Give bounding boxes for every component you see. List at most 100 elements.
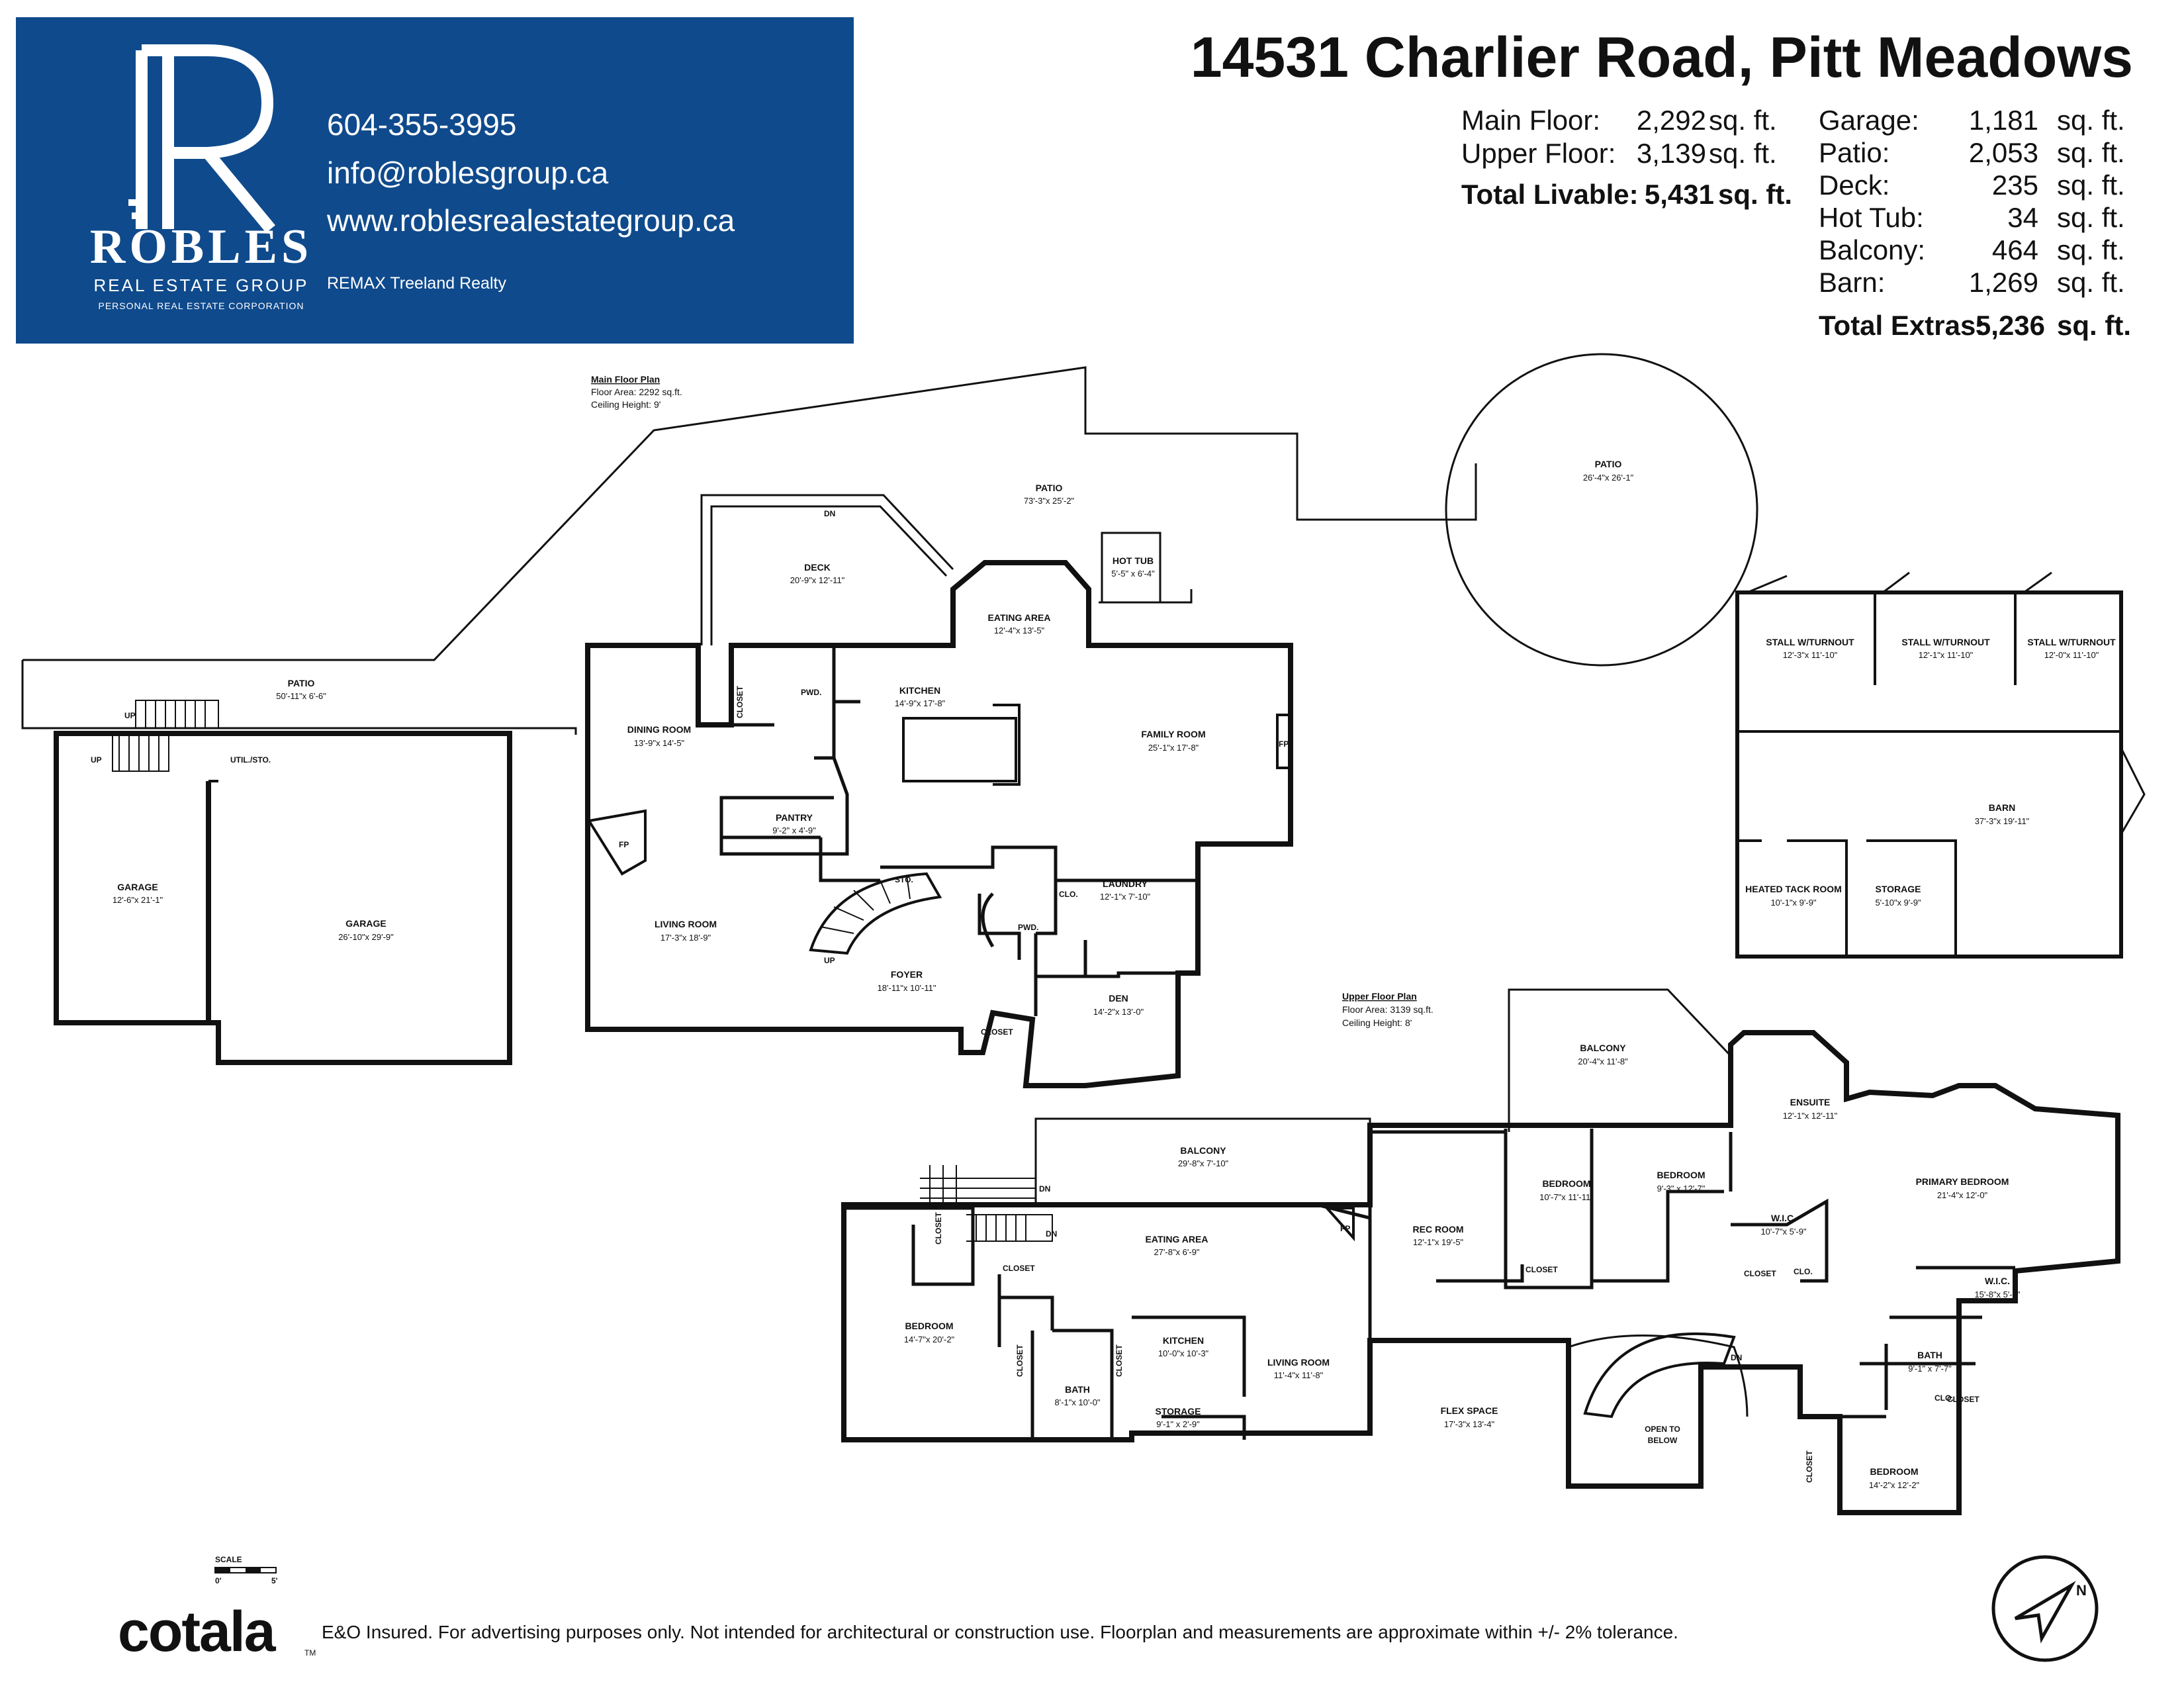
closet-label: CLOSET [735, 686, 745, 718]
room-label: ENSUITE [1790, 1097, 1831, 1107]
upper-plan-area: Floor Area: 3139 sq.ft. [1342, 1004, 1433, 1015]
room-label: REC ROOM [1413, 1224, 1464, 1235]
total-livable-label: Total Livable: [1461, 179, 1639, 210]
west-patio-outline [21, 660, 577, 735]
room-dimension: 26'-10"x 29'-9" [338, 932, 394, 942]
room-label: EATING AREA [1146, 1234, 1208, 1244]
room-dimension: 12'-1"x 11'-10" [1919, 650, 1974, 660]
room-label: STORAGE [1876, 884, 1921, 894]
main-stairs [112, 700, 219, 772]
room-label: LIVING ROOM [1267, 1357, 1330, 1368]
closet-label: CLOSET [1805, 1450, 1814, 1483]
brand-logo-name: ROBLES [89, 220, 313, 274]
scale-zero: 0' [215, 1576, 222, 1585]
total-livable-unit: sq. ft. [1718, 179, 1792, 210]
dn-label: DN [1039, 1184, 1050, 1194]
fp-label: FP [1340, 1224, 1350, 1233]
upper-balcony-outline [920, 1117, 1371, 1206]
room-label: STALL W/TURNOUT [2027, 637, 2116, 647]
total-livable-value: 5,431 [1644, 179, 1714, 210]
room-label: FOYER [891, 969, 923, 980]
closet-label: CLOSET [1947, 1395, 1979, 1404]
closet-label: CLOSET [1115, 1344, 1124, 1377]
kitchen-island [902, 717, 1017, 782]
deck-value: 235 [1991, 169, 2038, 201]
open-to-below-label: BELOW [1648, 1436, 1678, 1445]
closet-label: CLOSET [934, 1212, 943, 1244]
main-floor-unit: sq. ft. [1709, 105, 1777, 136]
scale-five: 5' [271, 1576, 278, 1585]
room-dimension: 10'-7"x 5'-9" [1760, 1227, 1806, 1237]
room-dimension: 12'-4"x 13'-5" [994, 626, 1045, 635]
room-label: PATIO [288, 678, 315, 688]
upper-floor-label: Upper Floor: [1461, 138, 1616, 169]
upper-curved-stair [1583, 1332, 1736, 1419]
room-dimension: 9'-3" x 12'-7" [1657, 1184, 1706, 1194]
room-label: GARAGE [117, 882, 158, 892]
room-dimension: 12'-0"x 11'-10" [2044, 650, 2099, 660]
room-dimension: 17'-3"x 18'-9" [660, 933, 711, 943]
curved-stair [809, 872, 942, 955]
main-plan-ceiling: Ceiling Height: 9' [591, 399, 660, 410]
room-label: STALL W/TURNOUT [1766, 637, 1854, 647]
clo-label: CLO. [1934, 1393, 1954, 1403]
room-label: LIVING ROOM [655, 919, 717, 929]
patio-label: Patio: [1819, 137, 1890, 168]
dn-label: DN [1046, 1229, 1057, 1239]
room-label: BATH [1917, 1350, 1942, 1360]
cotala-logo: cotala [118, 1600, 276, 1664]
compass-icon [1991, 1555, 2099, 1662]
room-label: KITCHEN [1163, 1335, 1204, 1346]
dn-label: DN [1731, 1353, 1742, 1362]
room-label: EATING AREA [988, 612, 1051, 623]
room-dimension: 5'-5" x 6'-4" [1111, 569, 1155, 579]
room-label: BALCONY [1180, 1145, 1226, 1156]
upper-floor-value: 3,139 [1636, 138, 1706, 169]
brand-block: ROBLES REAL ESTATE GROUP PERSONAL REAL E… [16, 17, 854, 344]
room-label: PATIO [1595, 459, 1622, 469]
room-dimension: 14'-2"x 12'-2" [1869, 1480, 1920, 1490]
closet-label: CLOSET [1015, 1344, 1024, 1377]
balcony-value: 464 [1991, 234, 2038, 265]
room-label: DINING ROOM [627, 724, 691, 735]
scale-label: SCALE [215, 1555, 242, 1564]
closet-label: CLOSET [1744, 1269, 1776, 1278]
room-dimension: 13'-9"x 14'-5" [634, 738, 685, 748]
fp-label: FP [1279, 739, 1289, 749]
fp-label: FP [619, 840, 629, 849]
hottub-value: 34 [2007, 202, 2038, 233]
room-dimension: 8'-1"x 10'-0" [1054, 1397, 1100, 1407]
room-label: BEDROOM [905, 1321, 953, 1331]
room-dimension: 20'-9"x 12'-11" [790, 575, 845, 585]
sto-label: STO. [895, 875, 913, 884]
room-label: BEDROOM [1657, 1170, 1705, 1180]
main-interior-walls [719, 645, 1198, 1016]
balcony-unit: sq. ft. [2057, 234, 2125, 265]
room-label: PATIO [1036, 483, 1063, 493]
fireplace-icon [586, 809, 647, 876]
upper-floor-unit: sq. ft. [1709, 138, 1777, 169]
room-label: GARAGE [345, 918, 386, 929]
brand-email[interactable]: info@roblesgroup.ca [327, 156, 609, 190]
barn-value: 1,269 [1968, 267, 2038, 298]
room-dimension: 12'-1"x 19'-5" [1413, 1237, 1464, 1247]
room-dimension: 15'-8"x 5'-3" [1974, 1289, 2020, 1299]
room-dimension: 10'-7"x 11'-11" [1539, 1192, 1594, 1202]
barn-unit: sq. ft. [2057, 267, 2125, 298]
room-dimension: 12'-3"x 11'-10" [1783, 650, 1838, 660]
room-dimension: 18'-11"x 10'-11" [878, 983, 936, 993]
room-dimension: 20'-4"x 11'-8" [1578, 1056, 1628, 1066]
brand-website[interactable]: www.roblesrealestategroup.ca [327, 203, 735, 238]
room-label: W.I.C. [1771, 1213, 1796, 1223]
room-label: HEATED TACK ROOM [1745, 884, 1842, 894]
round-patio [1445, 353, 1758, 667]
brand-brokerage: REMAX Treeland Realty [327, 274, 506, 293]
room-label: KITCHEN [899, 685, 940, 696]
cotala-trademark: TM [304, 1648, 316, 1658]
hottub-label: Hot Tub: [1819, 202, 1924, 233]
garage-outline [54, 731, 512, 1065]
brand-phone[interactable]: 604-355-3995 [327, 107, 517, 142]
room-dimension: 14'-2"x 13'-0" [1093, 1007, 1144, 1017]
room-dimension: 11'-4"x 11'-8" [1274, 1370, 1324, 1380]
up-label: UP [824, 956, 835, 965]
